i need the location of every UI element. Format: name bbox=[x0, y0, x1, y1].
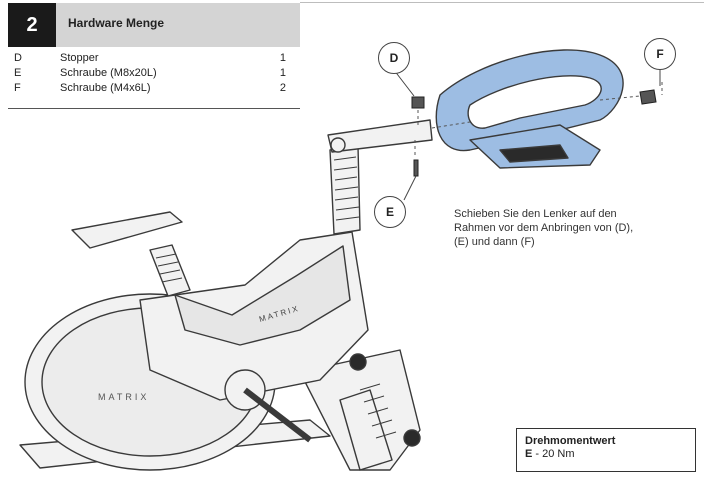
transport-wheel bbox=[349, 353, 367, 371]
stopper-part bbox=[411, 96, 425, 109]
hardware-letter: E bbox=[14, 67, 22, 79]
hardware-qty: 2 bbox=[279, 82, 286, 94]
hardware-list: D Stopper 1 E Schraube (M8x20L) 1 F Schr… bbox=[8, 51, 300, 96]
hardware-divider bbox=[8, 108, 300, 109]
step-number: 2 bbox=[8, 3, 56, 47]
hardware-title: Hardware Menge bbox=[68, 16, 165, 30]
torque-value-line: E - 20 Nm bbox=[525, 448, 687, 461]
handlebar bbox=[435, 49, 624, 169]
instruction-text: Schieben Sie den Lenker auf den Rahmen v… bbox=[454, 208, 634, 248]
seat-post bbox=[149, 244, 191, 297]
callout-e: E bbox=[374, 196, 406, 228]
hardware-letter: F bbox=[14, 82, 21, 94]
hardware-qty: 1 bbox=[279, 67, 286, 79]
hardware-name: Stopper bbox=[60, 52, 99, 64]
hardware-letter: D bbox=[14, 52, 22, 64]
callout-d: D bbox=[378, 42, 410, 74]
hardware-row: F Schraube (M4x6L) 2 bbox=[8, 81, 300, 96]
torque-title: Drehmomentwert bbox=[525, 435, 616, 447]
crank-arm bbox=[243, 387, 312, 443]
hardware-qty: 1 bbox=[279, 52, 286, 64]
top-divider bbox=[300, 2, 704, 3]
hardware-name: Schraube (M8x20L) bbox=[60, 67, 157, 79]
hardware-header: 2 Hardware Menge bbox=[8, 3, 300, 47]
torque-box: Drehmomentwert E - 20 Nm bbox=[516, 428, 696, 472]
front-foot bbox=[339, 389, 393, 471]
post-knob bbox=[330, 137, 346, 153]
flywheel-logo: MATRIX bbox=[98, 392, 149, 402]
saddle bbox=[71, 211, 183, 249]
handlebar-post bbox=[329, 145, 361, 235]
screw-m4-part bbox=[639, 89, 657, 105]
hardware-name: Schraube (M4x6L) bbox=[60, 82, 151, 94]
frame-inner bbox=[174, 245, 351, 346]
hardware-table: 2 Hardware Menge D Stopper 1 E Schraube … bbox=[8, 3, 300, 109]
hardware-row: E Schraube (M8x20L) 1 bbox=[8, 66, 300, 81]
hardware-row: D Stopper 1 bbox=[8, 51, 300, 66]
screw-m8-part bbox=[413, 159, 419, 177]
callout-f: F bbox=[644, 38, 676, 70]
torque-part: E bbox=[525, 448, 533, 460]
torque-value: - 20 Nm bbox=[535, 448, 575, 460]
transport-wheel bbox=[403, 429, 421, 447]
